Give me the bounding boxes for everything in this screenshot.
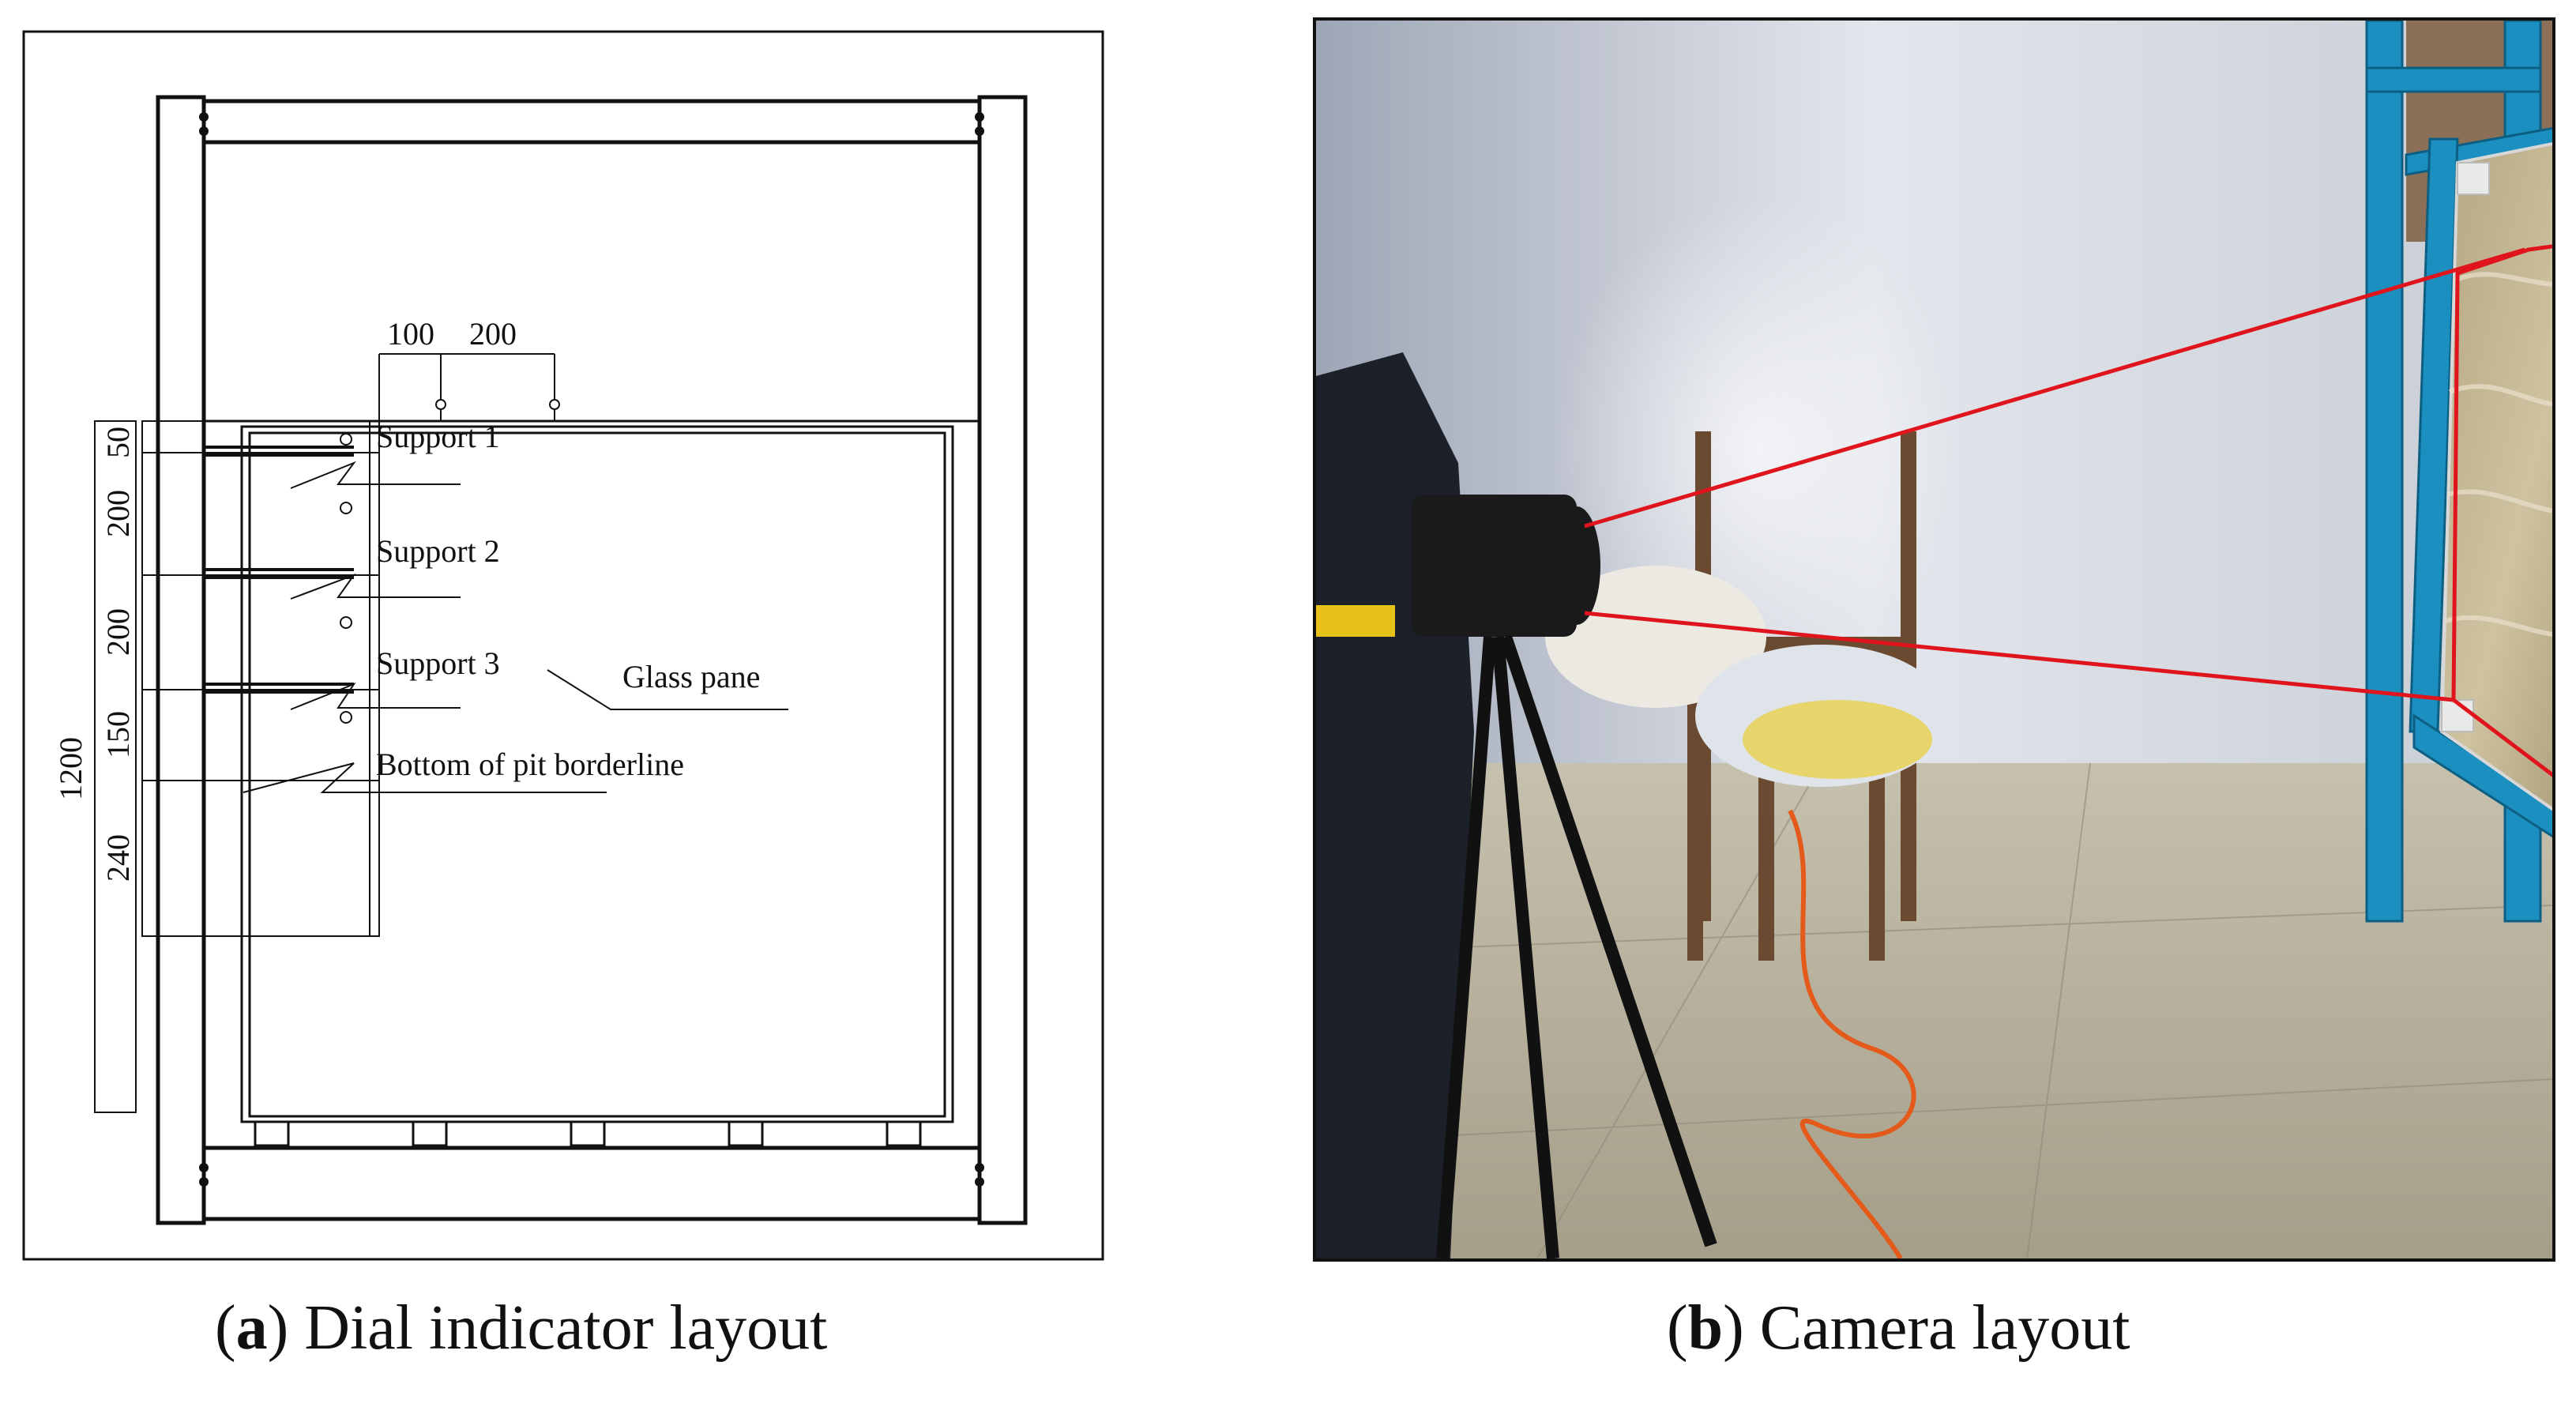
dim-top-100: 100	[387, 316, 434, 352]
camera	[1411, 495, 1600, 637]
camera-field-of-view-lines	[1584, 244, 2552, 777]
floor	[1316, 763, 2552, 1258]
caption-b: (b) Camera layout	[1667, 1293, 2130, 1363]
label-support-1: Support 1	[376, 419, 500, 454]
dim-left-200-b: 200	[100, 608, 136, 656]
label-glass-pane: Glass pane	[622, 659, 760, 694]
support-bars	[204, 446, 354, 694]
glass-corner-markers	[2441, 162, 2490, 732]
orange-cable	[1788, 809, 1916, 1258]
dim-left-50: 50	[100, 427, 136, 458]
label-leaders	[243, 461, 788, 793]
tripod	[1436, 634, 1717, 1258]
dim-left-150: 150	[100, 711, 136, 758]
dial-indicator-markers	[340, 433, 352, 724]
caption-a: (a) Dial indicator layout	[215, 1293, 828, 1363]
sand-layers	[2445, 272, 2552, 637]
caption-a-text: Dial indicator layout	[304, 1293, 828, 1363]
caption-b-text: Camera layout	[1759, 1293, 2130, 1363]
camera-layout-photo	[1313, 17, 2555, 1262]
label-support-2: Support 2	[376, 533, 500, 569]
dim-left-200-a: 200	[100, 490, 136, 537]
label-pit-borderline: Bottom of pit borderline	[376, 747, 684, 782]
bottom-support-blocks	[254, 1120, 922, 1147]
label-support-3: Support 3	[376, 645, 500, 681]
top-dimension-lines	[378, 353, 560, 421]
glass-pane-with-sand	[2439, 141, 2552, 811]
dim-left-240: 240	[100, 834, 136, 882]
dim-overall-1200: 1200	[53, 737, 88, 800]
caption-a-letter: a	[235, 1293, 268, 1363]
white-sack	[1545, 566, 1766, 708]
dial-indicator-layout-drawing: 100 200 Support 1 Support 2 Support 3 Gl…	[22, 30, 1104, 1261]
dim-top-200: 200	[469, 316, 517, 352]
drawing-border	[22, 30, 1104, 1261]
caption-b-letter: b	[1687, 1293, 1724, 1363]
frame-bolts	[199, 112, 984, 1187]
